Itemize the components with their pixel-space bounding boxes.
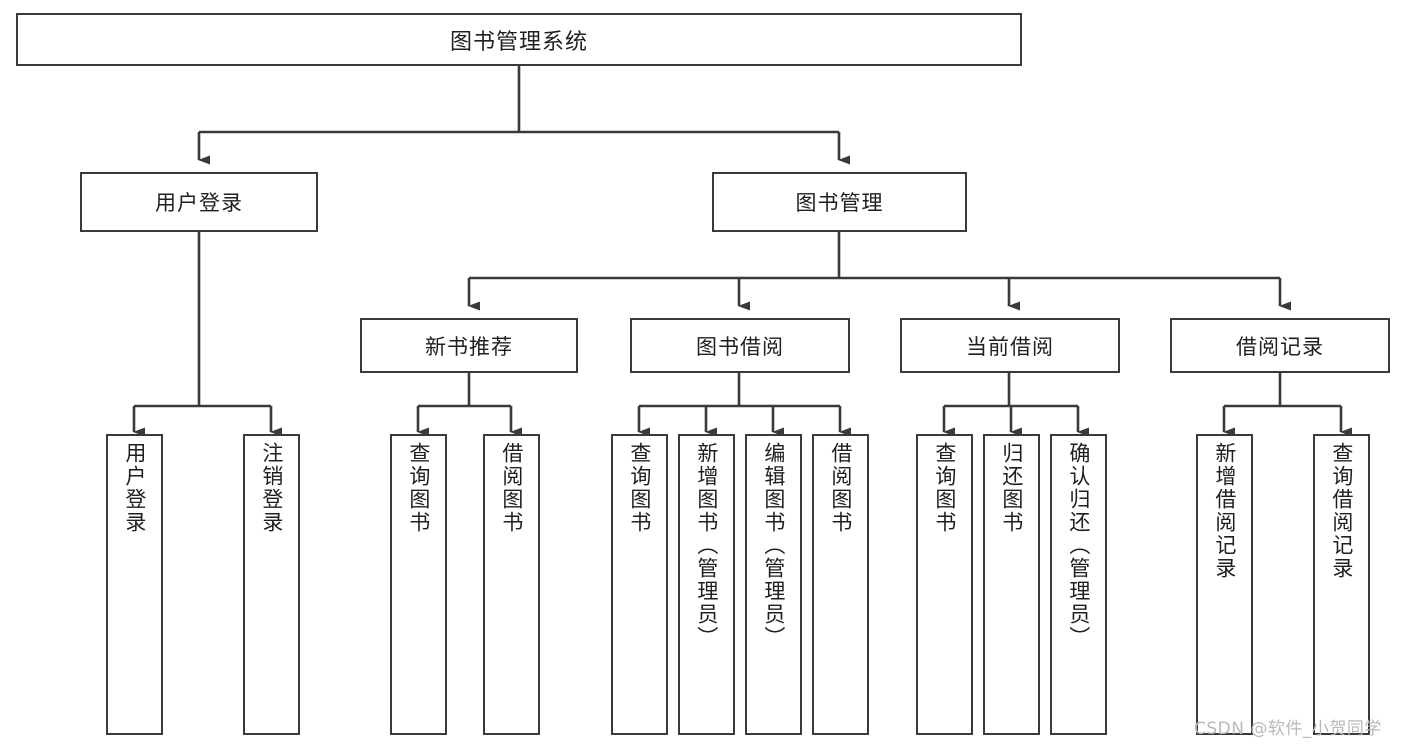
leaf-query-borrow-record[interactable]: 查询借阅记录 [1313,434,1370,735]
leaf-query-book-current[interactable]: 查询图书 [916,434,973,735]
leaf-label: 借阅图书 [499,442,524,534]
leaf-query-book-recommend[interactable]: 查询图书 [390,434,447,735]
leaf-borrow-book-recommend[interactable]: 借阅图书 [483,434,540,735]
leaf-borrow-book[interactable]: 借阅图书 [812,434,869,735]
leaf-label: 确认归还（管理员） [1066,442,1091,649]
leaf-user-login[interactable]: 用户登录 [106,434,163,735]
node-borrow-record[interactable]: 借阅记录 [1170,318,1390,373]
leaf-label: 查询借阅记录 [1329,442,1354,580]
leaf-label: 查询图书 [406,442,431,534]
leaf-label: 新增借阅记录 [1212,442,1237,580]
node-book-borrow[interactable]: 图书借阅 [630,318,850,373]
node-user-login[interactable]: 用户登录 [80,172,318,232]
leaf-label: 用户登录 [122,442,147,534]
csdn-watermark: CSDN @软件_小贺同学 [1194,719,1382,739]
leaf-edit-book-admin[interactable]: 编辑图书（管理员） [745,434,802,735]
node-root-system[interactable]: 图书管理系统 [16,13,1022,66]
leaf-label: 新增图书（管理员） [694,442,719,649]
leaf-confirm-return-admin[interactable]: 确认归还（管理员） [1050,434,1107,735]
node-new-book-recommend[interactable]: 新书推荐 [360,318,578,373]
leaf-label: 借阅图书 [828,442,853,534]
leaf-query-book-borrow[interactable]: 查询图书 [611,434,668,735]
leaf-add-borrow-record[interactable]: 新增借阅记录 [1196,434,1253,735]
leaf-label: 编辑图书（管理员） [761,442,786,649]
leaf-user-logout[interactable]: 注销登录 [243,434,300,735]
leaf-return-book[interactable]: 归还图书 [983,434,1040,735]
leaf-add-book-admin[interactable]: 新增图书（管理员） [678,434,735,735]
leaf-label: 查询图书 [627,442,652,534]
leaf-label: 归还图书 [999,442,1024,534]
leaf-label: 注销登录 [259,442,284,534]
node-current-borrow[interactable]: 当前借阅 [900,318,1120,373]
leaf-label: 查询图书 [932,442,957,534]
node-book-management[interactable]: 图书管理 [712,172,967,232]
